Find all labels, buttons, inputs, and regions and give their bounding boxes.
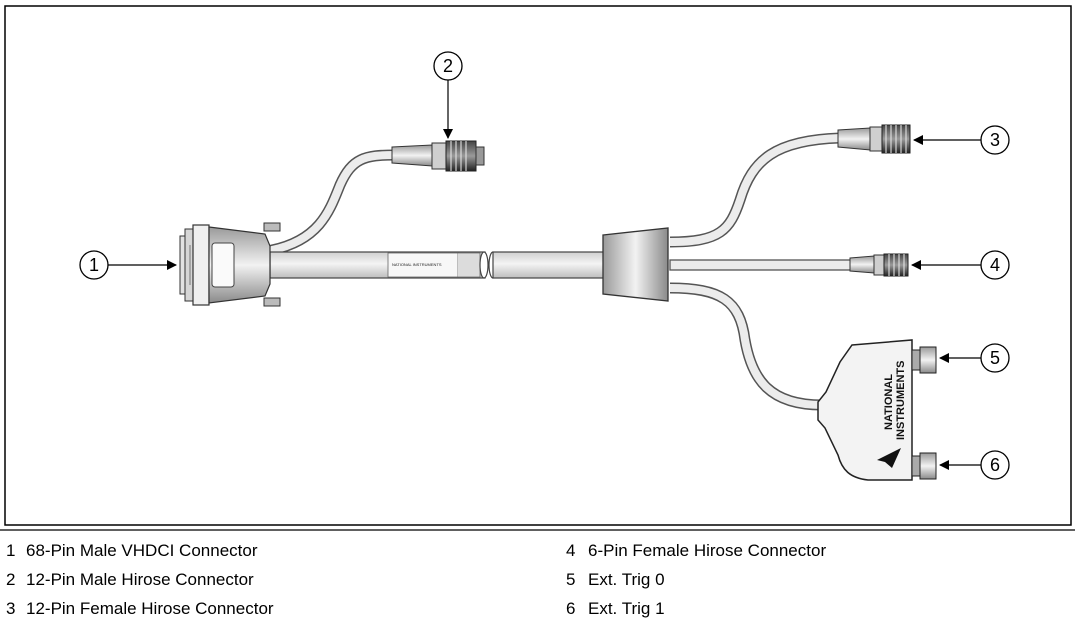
legend-num-2: 2 [6,570,15,589]
legend-label-1: 68-Pin Male VHDCI Connector [26,541,258,560]
callout-1-number: 1 [89,255,99,275]
legend-num-4: 4 [566,541,575,560]
breakout-body [602,227,669,302]
callout-4-number: 4 [990,255,1000,275]
hirose-12pin-female-connector [837,124,911,154]
cable-label-sleeve [387,252,459,278]
callout-1: 1 [79,250,177,280]
callout-5: 5 [939,343,1010,373]
caption-legend: 1 68-Pin Male VHDCI Connector 2 12-Pin M… [6,541,826,618]
vhdci-connector [179,222,281,307]
ni-logo: NATIONAL INSTRUMENTS [877,361,907,468]
ni-eagle-icon [877,448,901,468]
cable-branch-2 [266,149,401,256]
hirose-6pin-female-connector [849,253,909,277]
callout-3-number: 3 [990,130,1000,150]
cable-print-text: NATIONAL INSTRUMENTS [392,262,442,267]
logo-line-2: INSTRUMENTS [895,361,907,440]
main-cable-right [492,251,606,279]
legend-label-5: Ext. Trig 0 [588,570,665,589]
callout-5-number: 5 [990,348,1000,368]
legend-label-6: Ext. Trig 1 [588,599,665,618]
main-cable-left: NATIONAL INSTRUMENTS [269,251,489,279]
callout-2: 2 [433,51,463,139]
legend-label-2: 12-Pin Male Hirose Connector [26,570,254,589]
legend-num-6: 6 [566,599,575,618]
callout-3: 3 [913,125,1010,155]
legend-num-1: 1 [6,541,15,560]
callout-6-number: 6 [990,455,1000,475]
bnc-breakout-box [817,339,937,481]
legend-label-4: 6-Pin Female Hirose Connector [588,541,826,560]
callout-4: 4 [911,250,1010,280]
legend-num-5: 5 [566,570,575,589]
hirose-12pin-male-connector [391,140,485,172]
logo-line-1: NATIONAL [883,374,895,430]
legend-num-3: 3 [6,599,15,618]
callout-6: 6 [939,450,1010,480]
legend-label-3: 12-Pin Female Hirose Connector [26,599,274,618]
callout-2-number: 2 [443,56,453,76]
